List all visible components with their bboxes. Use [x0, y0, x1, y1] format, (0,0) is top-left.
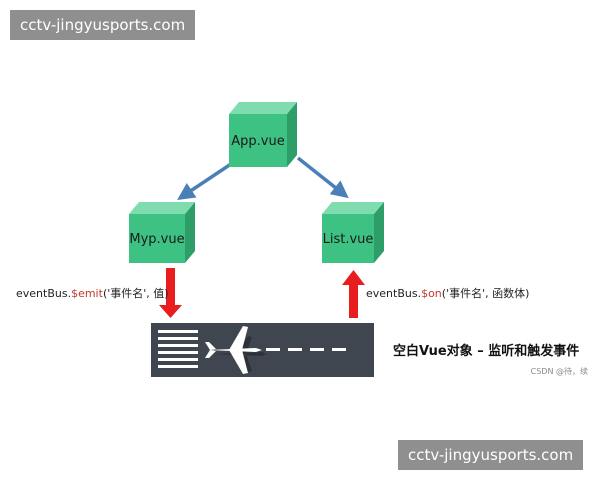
- myp-vue-cube: Myp.vue: [129, 202, 195, 263]
- watermark-bottom: cctv-jingyusports.com: [398, 440, 584, 470]
- bus-title: 空白Vue对象 – 监听和触发事件: [393, 343, 579, 359]
- list-vue-cube: List.vue: [322, 202, 384, 263]
- watermark-top: cctv-jingyusports.com: [10, 10, 196, 40]
- on-label: eventBus.$on('事件名', 函数体): [366, 286, 529, 300]
- emit-arrow: [159, 268, 182, 318]
- event-bus-runway: [151, 323, 374, 377]
- airplane-icon: [205, 326, 266, 374]
- app-vue-cube: App.vue: [229, 102, 297, 167]
- emit-label: eventBus.$emit('事件名', 值): [16, 286, 169, 300]
- app-vue-label: App.vue: [231, 134, 284, 149]
- on-arrow: [342, 270, 365, 318]
- list-vue-label: List.vue: [323, 232, 374, 247]
- csdn-credit: CSDN @待，续: [531, 366, 588, 376]
- myp-vue-label: Myp.vue: [129, 232, 184, 247]
- centerline-dashes: [266, 348, 346, 351]
- arrow-app-to-list: [296, 156, 349, 199]
